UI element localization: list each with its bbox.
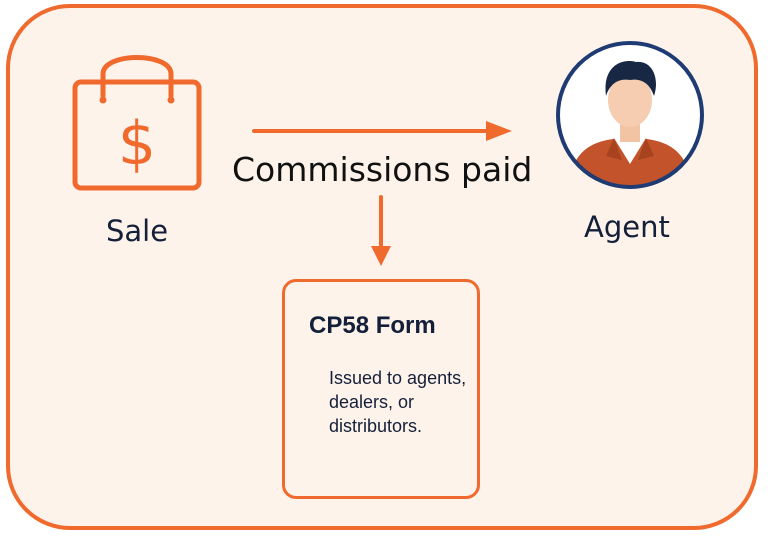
form-title: CP58 Form [309, 312, 436, 339]
arrow-right [252, 121, 512, 141]
form-description: Issued to agents, dealers, or distributo… [329, 368, 467, 436]
shopping-bag-dollar-icon: $ [72, 55, 202, 191]
cp58-form-box: CP58 Form Issued to agents, dealers, or … [282, 279, 480, 499]
arrow-down [371, 195, 391, 266]
person-avatar-icon [556, 41, 704, 189]
sale-label: Sale [106, 214, 169, 248]
svg-text:$: $ [118, 109, 156, 179]
commissions-paid-label: Commissions paid [232, 150, 533, 189]
agent-label: Agent [584, 210, 670, 244]
